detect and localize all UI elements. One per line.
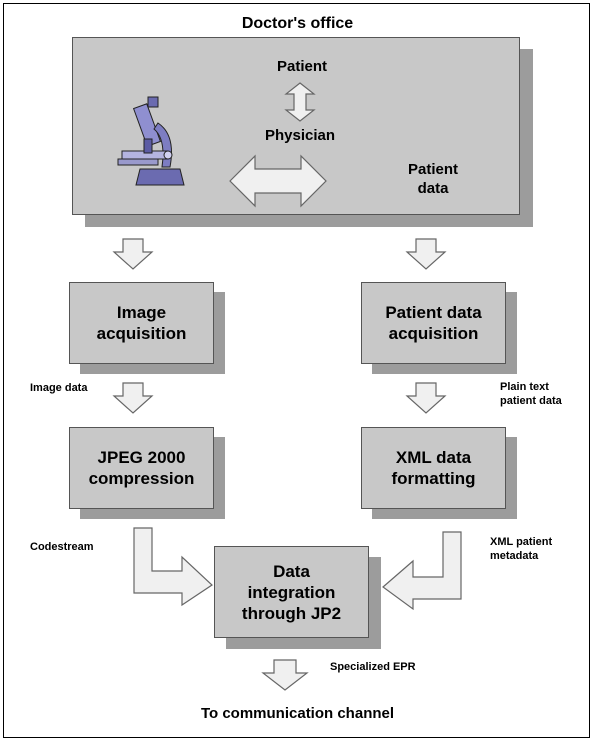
patient-data-label: Patient data — [407, 161, 458, 197]
horizontal-double-arrow — [229, 154, 327, 208]
down-arrow-left-2 — [112, 382, 154, 414]
plain-text-label: Plain text patient data — [500, 381, 562, 407]
codestream-bent-arrow — [133, 527, 213, 607]
jpeg2000-compression-box: JPEG 2000 compression — [69, 427, 214, 509]
xml-metadata-bent-arrow — [382, 531, 462, 611]
xml-data-formatting-box: XML data formatting — [361, 427, 506, 509]
down-arrow-right-2 — [405, 382, 447, 414]
doctors-office-title: Doctor's office — [241, 15, 354, 32]
patient-label: Patient — [276, 58, 327, 75]
down-arrow-right-1 — [405, 238, 447, 270]
specialized-epr-label: Specialized EPR — [330, 661, 416, 673]
down-arrow-left-1 — [112, 238, 154, 270]
patient-physician-arrow — [284, 82, 316, 122]
patient-data-acquisition-box: Patient data acquisition — [361, 282, 506, 364]
image-acquisition-box: Image acquisition — [69, 282, 214, 364]
data-integration-box: Data integration through JP2 — [214, 546, 369, 638]
xml-metadata-label: XML patient metadata — [490, 536, 553, 562]
image-data-label: Image data — [30, 382, 88, 394]
physician-label: Physician — [264, 127, 336, 144]
down-arrow-bottom — [261, 659, 309, 691]
codestream-label: Codestream — [30, 541, 94, 553]
microscope-icon — [117, 96, 185, 186]
communication-channel-label: To communication channel — [200, 705, 395, 722]
